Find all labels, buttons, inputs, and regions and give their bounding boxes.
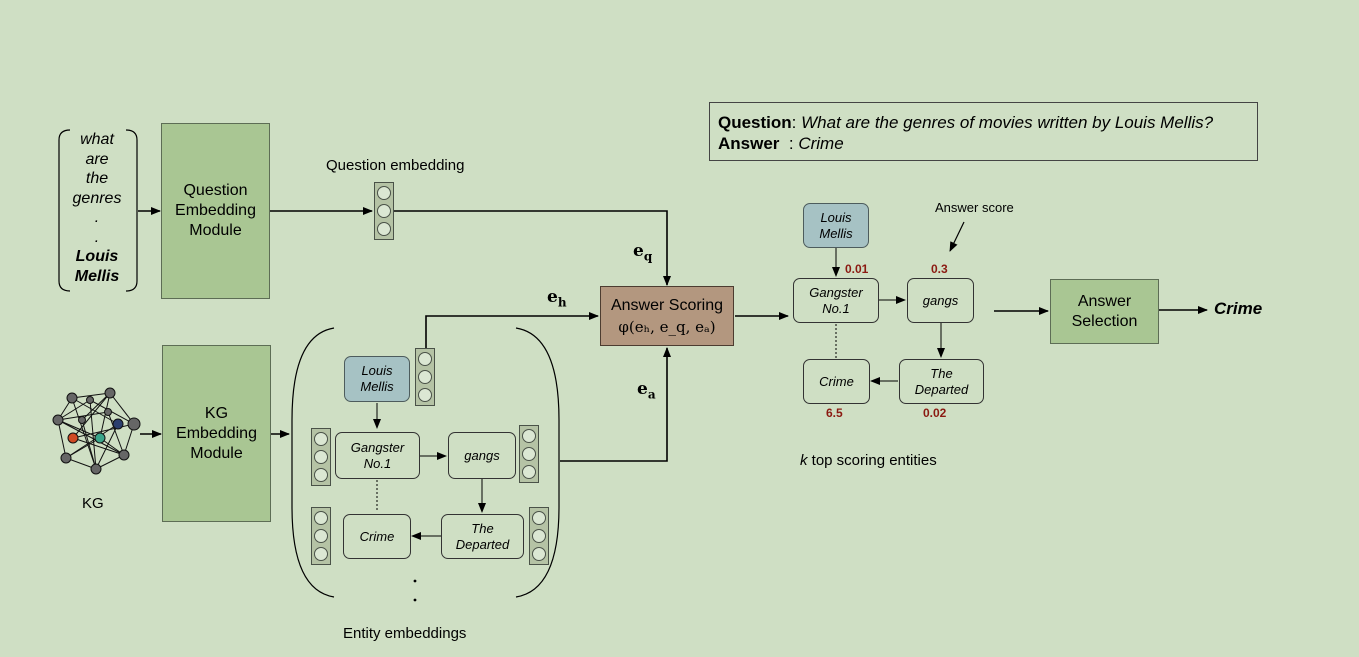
entity-embedding-vector [311, 428, 331, 486]
answer-selection-module: Answer Selection [1050, 279, 1159, 344]
entity-louis-mellis: Louis Mellis [344, 356, 410, 402]
score-gangster: 0.01 [845, 262, 869, 276]
question-word: . [94, 209, 100, 226]
kg-network-icon [52, 387, 141, 475]
score-gangs: 0.3 [931, 262, 948, 276]
question-word: Louis [75, 248, 119, 265]
top-entity-gangster-no1: Gangster No.1 [793, 278, 879, 323]
entity-embedding-vector [529, 507, 549, 565]
answer-label: Answer [718, 134, 780, 153]
head-entity-embedding-vector [415, 348, 435, 406]
entity-gangster-no1: Gangster No.1 [335, 432, 420, 479]
top-entity-louis-mellis: Louis Mellis [803, 203, 869, 248]
left-bracket [58, 129, 71, 292]
entity-gangs: gangs [448, 432, 516, 479]
entity-embeddings-label: Entity embeddings [343, 625, 467, 642]
entity-embedding-vector [519, 425, 539, 483]
question-word: genres [72, 189, 122, 207]
top-entity-gangs: gangs [907, 278, 974, 323]
question-embedding-vector [374, 182, 394, 240]
kg-label: KG [82, 495, 104, 512]
final-answer: Crime [1214, 299, 1263, 318]
kg-embedding-module: KG Embedding Module [162, 345, 271, 522]
top-k-k: k [800, 452, 808, 469]
score-departed: 0.02 [923, 406, 947, 420]
right-bracket [125, 129, 138, 292]
question-embedding-label: Question embedding [326, 157, 465, 174]
question-embedding-module: Question Embedding Module [161, 123, 270, 299]
question-word: are [85, 150, 109, 168]
question-answer-box: Question: What are the genres of movies … [709, 102, 1258, 161]
question-word: what [80, 131, 114, 148]
question-word: . [94, 228, 100, 246]
entity-crime: Crime [343, 514, 411, 559]
score-crime: 6.5 [826, 406, 843, 420]
entity-the-departed: The Departed [441, 514, 524, 559]
question-label: Question [718, 113, 792, 132]
top-k-label: k top scoring entities [800, 452, 937, 469]
question-word: the [85, 170, 109, 187]
top-entity-the-departed: The Departed [899, 359, 984, 404]
top-entity-crime: Crime [803, 359, 870, 404]
question-words: what are the genres . . Louis Mellis [62, 130, 132, 286]
answer-text: Crime [798, 134, 844, 153]
answer-scoring-box: Answer Scoring φ(eₕ, e_q, eₐ) [600, 286, 734, 346]
e-q-symbol: eq [633, 241, 653, 264]
question-word: Mellis [74, 267, 120, 285]
top-k-text: top scoring entities [807, 452, 937, 469]
answer-score-label: Answer score [935, 200, 1014, 215]
question-text: What are the genres of movies written by… [801, 113, 1214, 132]
entity-embedding-vector [311, 507, 331, 565]
answer-scoring-title: Answer Scoring [610, 297, 724, 314]
e-h-symbol: eh [547, 287, 567, 310]
e-a-symbol: ea [637, 379, 656, 402]
scoring-formula: φ(eₕ, e_q, eₐ) [618, 318, 716, 336]
